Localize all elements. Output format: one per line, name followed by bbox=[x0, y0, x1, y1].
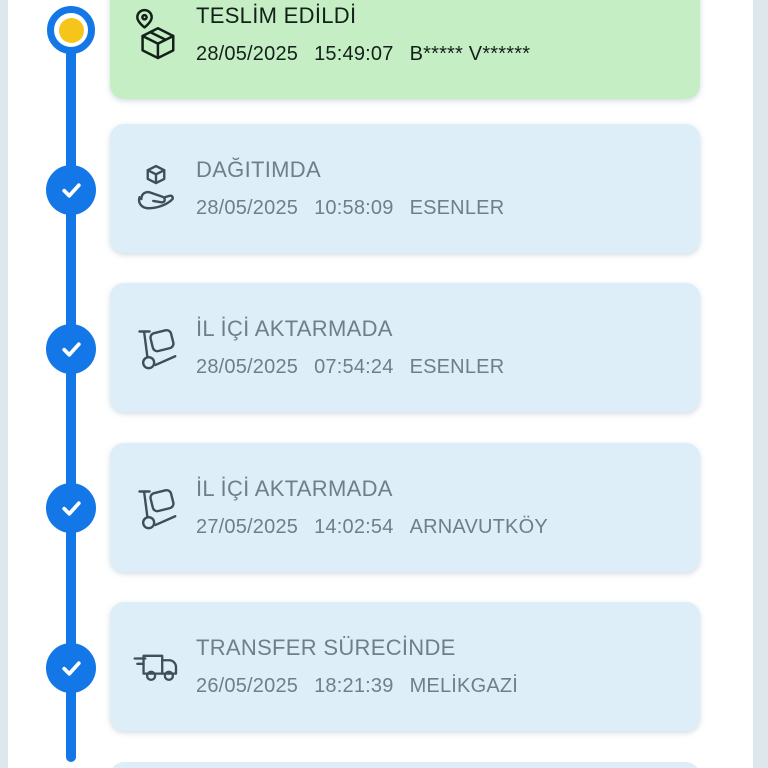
event-texts: İL İÇİ AKTARMADA 27/05/2025 14:02:54 ARN… bbox=[196, 476, 548, 539]
event-time: 15:49:07 bbox=[314, 43, 394, 66]
event-texts: İL İÇİ AKTARMADA 28/05/2025 07:54:24 ESE… bbox=[196, 316, 504, 379]
event-texts: DAĞITIMDA 28/05/2025 10:58:09 ESENLER bbox=[196, 157, 504, 220]
event-status: TRANSFER SÜRECİNDE bbox=[196, 634, 456, 660]
event-time: 10:58:09 bbox=[314, 197, 394, 220]
event-meta: 27/05/2025 14:02:54 ARNAVUTKÖY bbox=[196, 516, 548, 539]
dolly-icon bbox=[132, 323, 180, 373]
hand-box-icon bbox=[132, 162, 180, 216]
event-time: 18:21:39 bbox=[314, 675, 394, 698]
event-time: 07:54:24 bbox=[314, 356, 394, 379]
event-status: İL İÇİ AKTARMADA bbox=[196, 475, 393, 501]
dolly-icon bbox=[132, 483, 180, 533]
event-texts: TRANSFER SÜRECİNDE 26/05/2025 18:21:39 M… bbox=[196, 635, 518, 698]
page-right-edge bbox=[753, 0, 768, 768]
event-date: 28/05/2025 bbox=[196, 43, 299, 66]
next-event-card-partial bbox=[110, 762, 700, 768]
event-status: TESLİM EDİLDİ bbox=[196, 2, 357, 28]
event-time: 14:02:54 bbox=[314, 516, 394, 539]
event-meta: 26/05/2025 18:21:39 MELİKGAZİ bbox=[196, 675, 518, 698]
event-card: DAĞITIMDA 28/05/2025 10:58:09 ESENLER bbox=[110, 124, 700, 253]
package-pin-icon bbox=[132, 7, 180, 63]
event-date: 26/05/2025 bbox=[196, 675, 299, 698]
page-left-edge bbox=[0, 0, 8, 768]
event-meta: 28/05/2025 15:49:07 B***** V****** bbox=[196, 43, 530, 66]
event-card: TRANSFER SÜRECİNDE 26/05/2025 18:21:39 M… bbox=[110, 602, 700, 731]
event-status: İL İÇİ AKTARMADA bbox=[196, 315, 393, 341]
event-location: B***** V****** bbox=[409, 43, 531, 66]
event-card: İL İÇİ AKTARMADA 28/05/2025 07:54:24 ESE… bbox=[110, 283, 700, 412]
event-card: TESLİM EDİLDİ 28/05/2025 15:49:07 B*****… bbox=[110, 0, 700, 99]
event-meta: 28/05/2025 10:58:09 ESENLER bbox=[196, 197, 504, 220]
event-location: ESENLER bbox=[409, 197, 505, 220]
truck-icon bbox=[132, 648, 180, 685]
event-date: 28/05/2025 bbox=[196, 356, 299, 379]
event-date: 28/05/2025 bbox=[196, 197, 299, 220]
event-status: DAĞITIMDA bbox=[196, 156, 321, 182]
timeline-line bbox=[66, 30, 76, 762]
event-meta: 28/05/2025 07:54:24 ESENLER bbox=[196, 356, 504, 379]
event-location: ESENLER bbox=[409, 356, 505, 379]
event-date: 27/05/2025 bbox=[196, 516, 299, 539]
event-location: ARNAVUTKÖY bbox=[409, 516, 548, 539]
event-location: MELİKGAZİ bbox=[409, 675, 519, 698]
event-texts: TESLİM EDİLDİ 28/05/2025 15:49:07 B*****… bbox=[196, 3, 530, 66]
event-card: İL İÇİ AKTARMADA 27/05/2025 14:02:54 ARN… bbox=[110, 443, 700, 572]
